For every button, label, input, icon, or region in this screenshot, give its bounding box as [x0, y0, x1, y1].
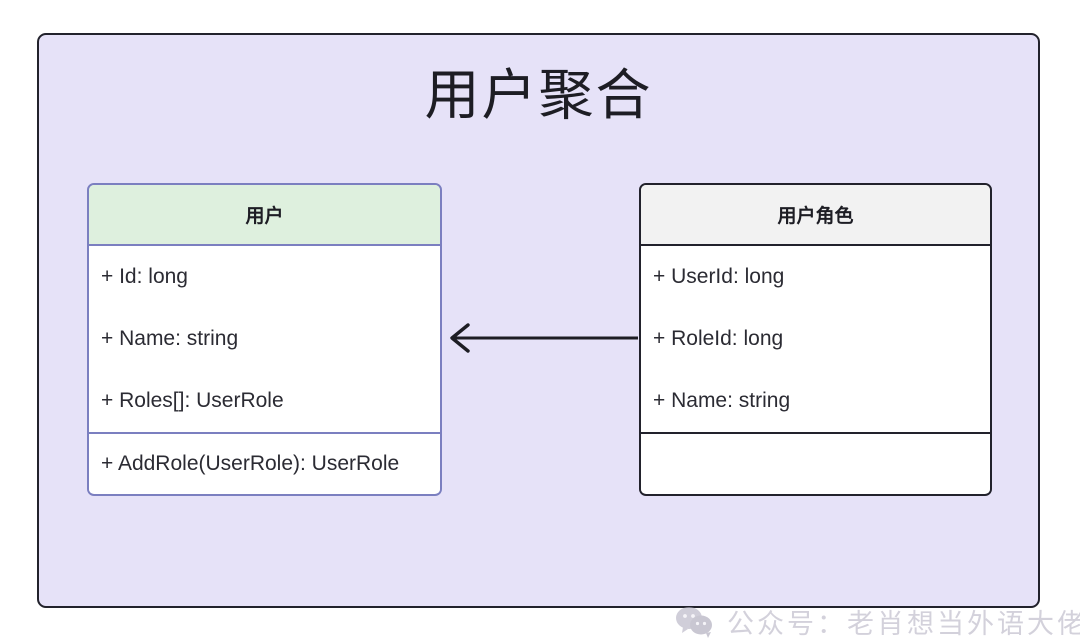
watermark-text: 公众号：老肖想当外语大佬 [727, 608, 1080, 640]
uml-attribute: + Id: long [101, 265, 188, 288]
uml-class-userrole[interactable]: 用户角色 + UserId: long + RoleId: long + Nam… [639, 183, 992, 496]
uml-methods-empty [653, 434, 978, 493]
uml-class-userrole-methods [641, 432, 990, 493]
uml-class-user-methods: + AddRole(UserRole): UserRole [89, 432, 440, 493]
uml-class-user[interactable]: 用户 + Id: long + Name: string + Roles[]: … [87, 183, 442, 496]
uml-class-user-title: 用户 [89, 185, 440, 246]
uml-method: + AddRole(UserRole): UserRole [101, 451, 400, 475]
page-title: 用户聚合 [424, 63, 653, 127]
uml-attribute: + UserId: long [653, 265, 785, 288]
uml-attribute: + Name: string [101, 327, 239, 350]
wechat-icon [675, 605, 715, 644]
uml-class-userrole-attributes: + UserId: long + RoleId: long + Name: st… [641, 246, 990, 432]
uml-attribute: + RoleId: long [653, 327, 784, 350]
uml-attribute: + Name: string [653, 389, 791, 412]
uml-class-user-attributes: + Id: long + Name: string + Roles[]: Use… [89, 246, 440, 432]
watermark: 公众号：老肖想当外语大佬 [675, 605, 1080, 644]
uml-attribute: + Roles[]: UserRole [101, 389, 284, 412]
uml-class-userrole-title: 用户角色 [641, 185, 990, 246]
aggregate-container: 用户聚合 用户 + Id: long + Name: string + Role… [37, 33, 1080, 640]
